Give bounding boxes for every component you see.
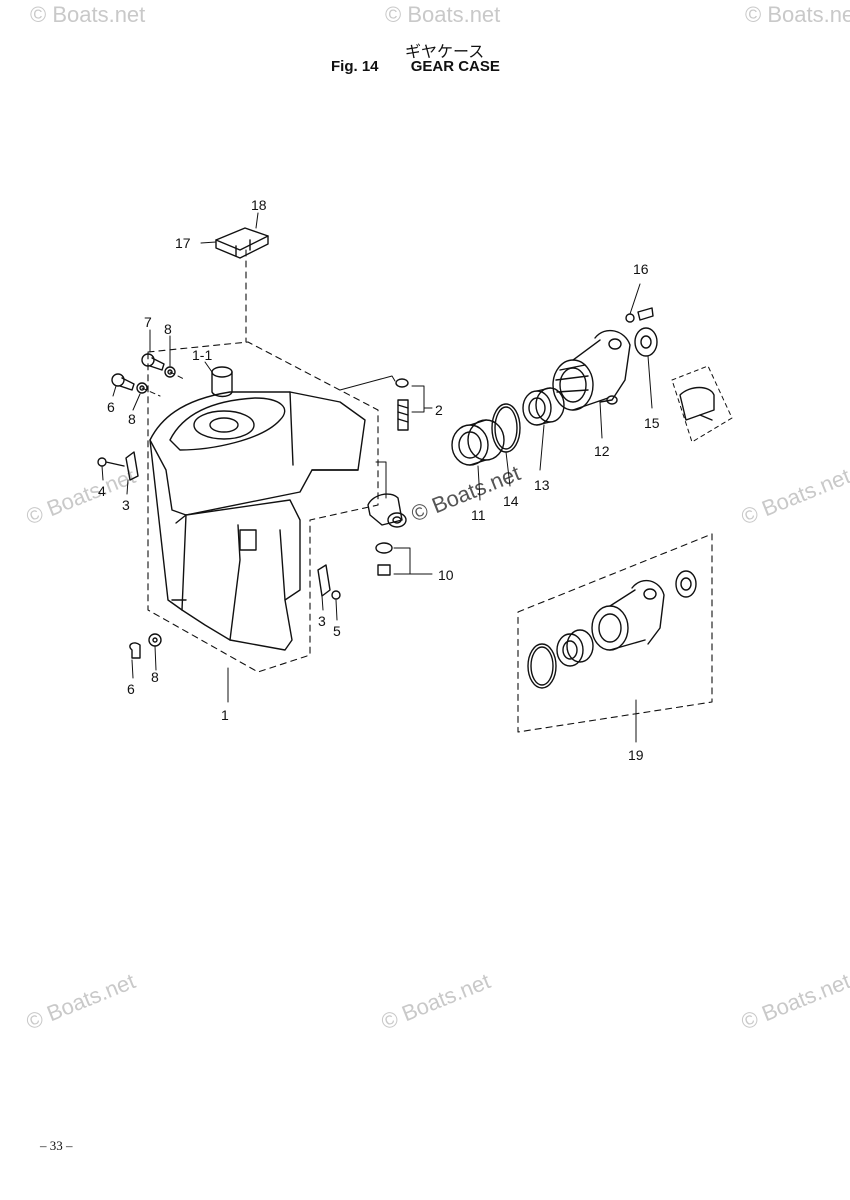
title-jp: ギヤケース: [405, 42, 485, 61]
o-ring-14: [491, 403, 521, 453]
callout-2: 2: [435, 402, 443, 418]
callout-5: 5: [333, 623, 341, 639]
bearing-housing-12: [552, 329, 631, 411]
callout-19: 19: [628, 747, 644, 763]
watermark: © Boats.net: [385, 2, 500, 27]
gear-case-group-outline: [147, 341, 379, 673]
bearing-13: [522, 387, 565, 426]
page-number: – 33 –: [40, 1138, 73, 1153]
watermark: © Boats.net: [745, 2, 850, 27]
callout-3: 3: [122, 497, 130, 513]
figure-number: Fig. 14: [331, 58, 379, 75]
callout-8: 8: [164, 321, 172, 337]
callout-18: 18: [251, 197, 267, 213]
watermarks: © Boats.net © Boats.net © Boats.net © Bo…: [23, 2, 850, 1035]
watermark: © Boats.net: [30, 2, 145, 27]
leader-lines: [101, 212, 653, 743]
callout-1-1: 1-1: [192, 347, 212, 363]
bearing-11: [451, 419, 505, 466]
callout-6: 6: [127, 681, 135, 697]
part-15-group-outline: [671, 365, 733, 443]
watermark: © Boats.net: [738, 968, 850, 1034]
assembly-19: [527, 570, 697, 689]
plate-17-18: [215, 227, 269, 343]
callout-11: 11: [471, 507, 486, 523]
callout-14: 14: [503, 493, 519, 509]
callout-10: 10: [438, 567, 454, 583]
callout-12: 12: [594, 443, 610, 459]
gear-case-body: [149, 391, 366, 651]
seal-15-bolt-16: [625, 307, 715, 421]
callout-1: 1: [221, 707, 229, 723]
callout-15: 15: [644, 415, 660, 431]
callout-3: 3: [318, 613, 326, 629]
callout-8: 8: [128, 411, 136, 427]
callouts: 1 1-1 2 3 3 4 5 6 6 7 8 8 8 10 11 12 13 …: [98, 197, 660, 763]
fasteners-left: [97, 353, 341, 659]
figure-heading: Fig. 14 GEAR CASE: [331, 58, 500, 75]
watermark: © Boats.net: [23, 968, 139, 1034]
figure-title: GEAR CASE: [410, 58, 500, 75]
callout-4: 4: [98, 483, 106, 499]
assembly-19-outline: [517, 533, 713, 733]
callout-13: 13: [534, 477, 550, 493]
callout-17: 17: [175, 235, 191, 251]
watermark: © Boats.net: [738, 463, 850, 529]
part-10: [367, 461, 407, 576]
bolt-2: [339, 375, 409, 431]
callout-16: 16: [633, 261, 649, 277]
watermark: © Boats.net: [378, 968, 494, 1034]
callout-6: 6: [107, 399, 115, 415]
callout-7: 7: [144, 314, 152, 330]
callout-8: 8: [151, 669, 159, 685]
